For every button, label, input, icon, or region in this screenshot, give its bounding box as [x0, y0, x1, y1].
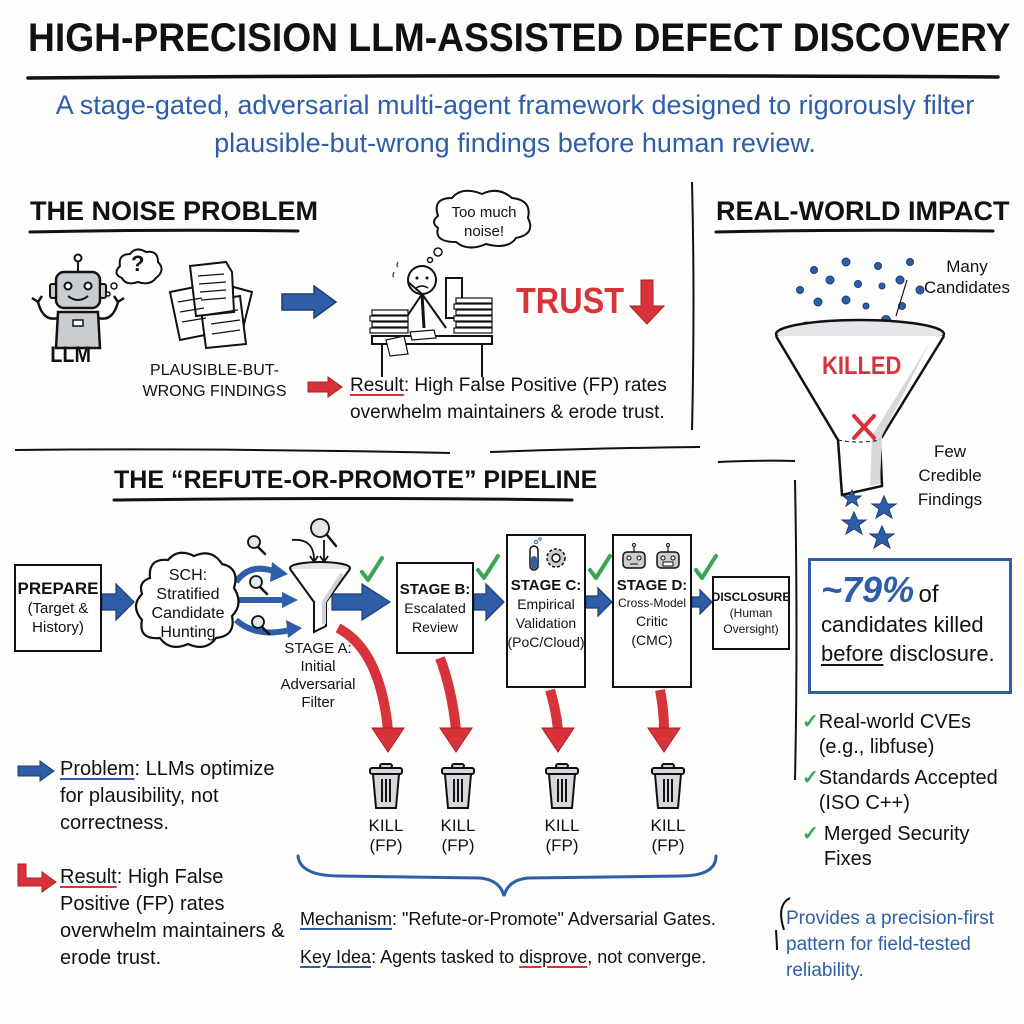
- noise-problem-title: THE NOISE PROBLEM: [30, 196, 319, 226]
- result-bend-arrow-icon: [17, 863, 57, 893]
- stressed-maintainer-icon: [369, 261, 493, 377]
- stage-a-funnel-icon: [289, 561, 351, 634]
- stage-b-box: STAGE B: Escalated Review: [396, 562, 474, 654]
- page-title: HIGH-PRECISION LLM-ASSISTED DEFECT DISCO…: [28, 16, 1011, 60]
- few-findings-label: Few Credible Findings: [917, 442, 983, 509]
- trust-label: TRUST: [516, 280, 624, 321]
- pipeline-result-text: Result: High False Positive (FP) rates o…: [60, 866, 285, 969]
- pipeline-title: THE “REFUTE-OR-PROMOTE” PIPELINE: [114, 466, 598, 494]
- check-icon: ✓: [802, 711, 819, 733]
- llm-thought-text: ?: [131, 251, 145, 276]
- closing-statement: Provides a precision-first pattern for f…: [786, 908, 995, 981]
- thought-bubble-icon: [105, 248, 163, 297]
- problem-text: Problem: LLMs optimize for plausibility,…: [60, 758, 275, 834]
- check-icon: ✓: [802, 767, 819, 789]
- achievements-list: ✓Real-world CVEs (e.g., libfuse) ✓Standa…: [802, 710, 1022, 872]
- trust-down-arrow-icon: [628, 279, 666, 325]
- flow-arrow-icon: [281, 284, 338, 320]
- stage-a-label: STAGE A: Initial Adversarial Filter: [280, 640, 356, 711]
- result-keyword: Result: [350, 375, 404, 396]
- dual-robot-icon: [622, 543, 680, 569]
- key-idea-text: Key Idea: Agents tasked to disprove, not…: [300, 947, 707, 967]
- result-red-arrow-icon: [307, 376, 343, 398]
- kill-label: KILL (FP): [368, 816, 404, 855]
- stat-callout-box: ~79% of candidates killed before disclos…: [808, 558, 1012, 694]
- stage-d-box: STAGE D: Cross-Model Critic (CMC): [612, 534, 692, 688]
- stage-c-box: STAGE C: Empirical Validation (PoC/Cloud…: [506, 534, 586, 688]
- impact-funnel-icon: [774, 257, 946, 550]
- noise-thought-text: Too much noise!: [451, 204, 517, 240]
- sch-label: SCH: Stratified Candidate Hunting: [151, 567, 225, 641]
- kill-label: KILL (FP): [544, 816, 580, 855]
- achievement-item: ✓Merged Security Fixes: [802, 823, 970, 870]
- achievement-item: ✓Real-world CVEs (e.g., libfuse): [802, 711, 972, 758]
- disclosure-box: DISCLOSURE (Human Oversight): [712, 576, 790, 650]
- test-tube-gear-icon: [529, 537, 566, 571]
- documents-pile-icon: [168, 260, 254, 350]
- page-subtitle: A stage-gated, adversarial multi-agent f…: [55, 90, 975, 158]
- mechanism-text: Mechanism: "Refute-or-Promote" Adversari…: [300, 909, 716, 929]
- impact-title: REAL-WORLD IMPACT: [716, 196, 1010, 226]
- findings-label: PLAUSIBLE-BUT-WRONG FINDINGS: [142, 362, 287, 400]
- stat-value: ~79%: [821, 569, 915, 610]
- noise-result-text: Result: High False Positive (FP) rates o…: [350, 375, 667, 423]
- kill-label: KILL (FP): [440, 816, 476, 855]
- killed-label: KILLED: [822, 352, 902, 380]
- problem-arrow-icon: [17, 760, 55, 782]
- prepare-box: PREPARE (Target & History): [14, 564, 102, 652]
- llm-label: LLM: [50, 342, 91, 367]
- robot-llm-icon: [31, 253, 125, 350]
- check-icon: ✓: [802, 823, 819, 845]
- many-candidates-label: Many Candidates: [923, 257, 1010, 297]
- achievement-item: ✓Standards Accepted (ISO C++): [802, 767, 998, 814]
- noise-thought-bubble: [426, 189, 532, 264]
- kill-label: KILL (FP): [650, 816, 686, 855]
- sch-cloud-shape: [134, 551, 240, 649]
